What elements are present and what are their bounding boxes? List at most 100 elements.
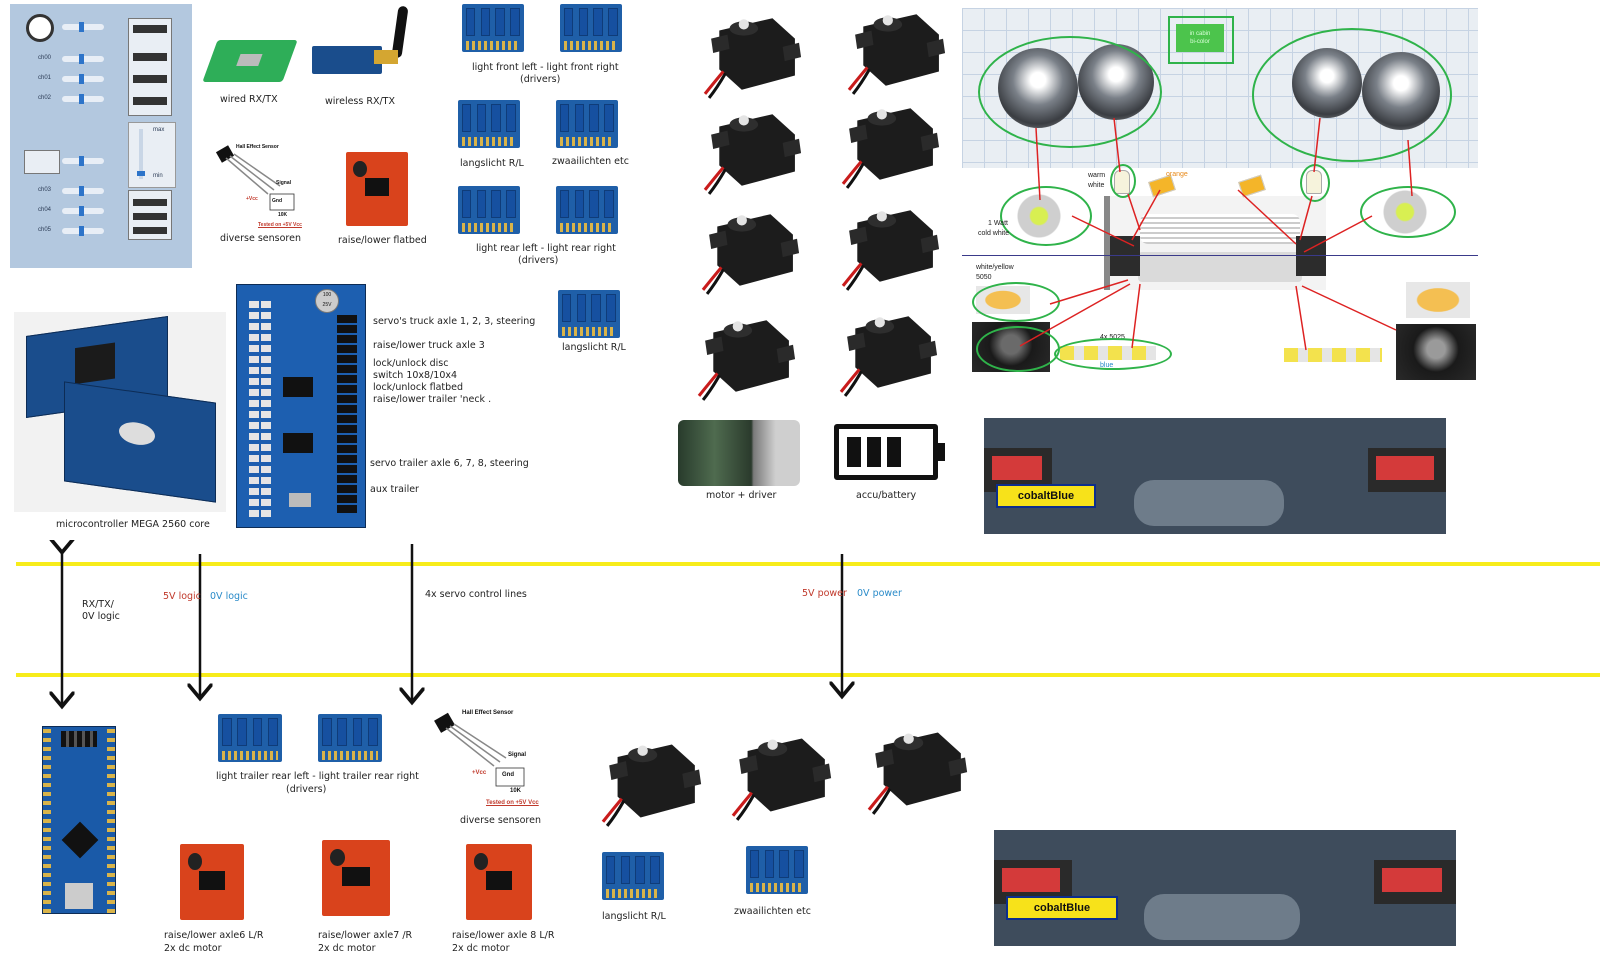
trailer-lights-label: light trailer rear left - light trailer … [216,771,419,782]
wireless-rxtx-board [312,46,382,74]
plate-text-b: cobaltBlue [1033,902,1091,914]
hall-signal-b: Signal [508,752,527,758]
servo-icon [838,4,954,96]
vertical-slider[interactable]: max min [128,122,176,188]
servo-board-label: lock/unlock disc [373,358,449,369]
bicolor-text-1: in cabin [1189,31,1211,37]
trailer-light-right-driver [318,714,382,762]
slider-steering[interactable] [62,22,104,32]
headlights-photo: in cabin bi-color [962,8,1478,168]
servo-board-label: servo trailer axle 6, 7, 8, steering [370,458,529,469]
max-label: max [153,127,165,133]
servo-driver-board: 100 25V [236,284,366,528]
channel-label: ch01 [38,75,52,81]
hall-res-b: 10K [510,788,522,794]
truck-chassis-icon [128,18,172,116]
divider-line [962,255,1478,256]
zwaailichten-driver [556,100,618,148]
servo-lines-label: 4x servo control lines [425,589,527,600]
arduino-nano [42,726,116,914]
axle8-sub: 2x dc motor [452,943,510,954]
led-strip [1284,348,1382,362]
warm-white-label-2: white [1088,182,1105,189]
bicolor-box: in cabin bi-color [1168,16,1234,64]
smd5050-led [1406,282,1470,318]
slider-ch02[interactable] [62,94,104,104]
slider-ch01[interactable] [62,74,104,84]
hall-gnd: Gnd [272,198,282,204]
langslicht-label-2: langslicht R/L [562,342,626,353]
sensors-label: diverse sensoren [220,233,301,244]
servo-icon [694,8,810,100]
green-outline [1054,338,1172,370]
langslicht-driver-b [602,852,664,900]
channel-label: ch02 [38,95,52,101]
steering-wheel-icon [26,14,54,42]
capacitor-icon: 100 25V [315,289,339,313]
slider-ch04[interactable] [62,206,104,216]
control-panel: ch00 ch01 ch02 ch03 ch04 ch05 max min [10,4,192,268]
langslicht-label: langslicht R/L [460,158,524,169]
green-outline [1110,164,1136,198]
cap-text: 100 25V [322,292,332,308]
hall-tested: Tested on +5V Vcc [258,222,302,228]
servo-board-label: raise/lower trailer 'neck . [373,394,492,405]
mega-2560-photo [14,312,226,512]
slider-ch03[interactable] [62,186,104,196]
servo-icon [592,734,710,828]
hall-tested-b: Tested on +5V Vcc [486,800,539,806]
antenna-connector [374,50,398,64]
trailer-light-left-driver [218,714,282,762]
green-outline [978,36,1162,148]
light-front-right-driver [560,4,622,52]
langslicht-driver [458,100,520,148]
min-label: min [153,173,163,179]
slider-ch05[interactable] [62,226,104,236]
wireless-rxtx-label: wireless RX/TX [325,96,395,107]
axle8-motor-driver [466,844,532,920]
white-yellow-label-2: 5050 [976,274,992,281]
axle6-motor-driver [180,844,244,920]
wired-rxtx-label: wired RX/TX [220,94,278,105]
zwaailichten-driver-b [746,846,808,894]
plate: cobaltBlue [996,484,1096,508]
flatbed-motor-driver [346,152,408,226]
channel-label: ch04 [38,207,52,213]
zwaailichten-label-b: zwaailichten etc [734,906,811,917]
langslicht-driver-2 [558,290,620,338]
servo-icon [694,104,810,196]
channel-label: ch05 [38,227,52,233]
green-outline [1252,28,1452,162]
servo-icon [832,98,948,190]
battery-icon [834,424,945,480]
servo-icon [830,306,946,398]
rxtx-label: RX/TX/ [82,599,114,610]
axle6-sub: 2x dc motor [164,943,222,954]
hall-vcc: +Vcc [246,196,258,202]
motor-photo [678,420,800,486]
cold-white-label: cold white [978,230,1010,237]
light-wiring [1019,117,1413,351]
trailer-icon [24,150,60,174]
light-front-sub: (drivers) [520,74,561,85]
slider-ch00[interactable] [62,54,104,64]
truck-front-photo [1104,196,1326,290]
trailer-lights-sub: (drivers) [286,784,327,795]
warm-white-label: warm [1088,172,1106,179]
green-outline [1360,186,1456,238]
servo-icon [722,728,840,822]
bicolor-text-2: bi-color [1190,39,1210,45]
light-front-left-driver [462,4,524,52]
axle7-motor-driver [322,840,390,916]
light-rear-right-driver [556,186,618,234]
power-5v-label: 5V power [802,588,847,599]
servo-icon [688,310,804,402]
servo-board-label: servo's truck axle 1, 2, 3, steering [373,316,536,327]
hall-sensor-top: Hall Effect Sensor Signal +Vcc Gnd 10K T… [212,142,318,232]
green-outline [1000,186,1092,246]
axle6-label: raise/lower axle6 L/R [164,930,264,941]
hall-sensor-bottom: Hall Effect Sensor Signal +Vcc Gnd 10K T… [432,708,552,812]
lens-photo [1396,324,1476,380]
hall-res: 10K [278,212,288,218]
slider-trailer[interactable] [62,156,104,166]
